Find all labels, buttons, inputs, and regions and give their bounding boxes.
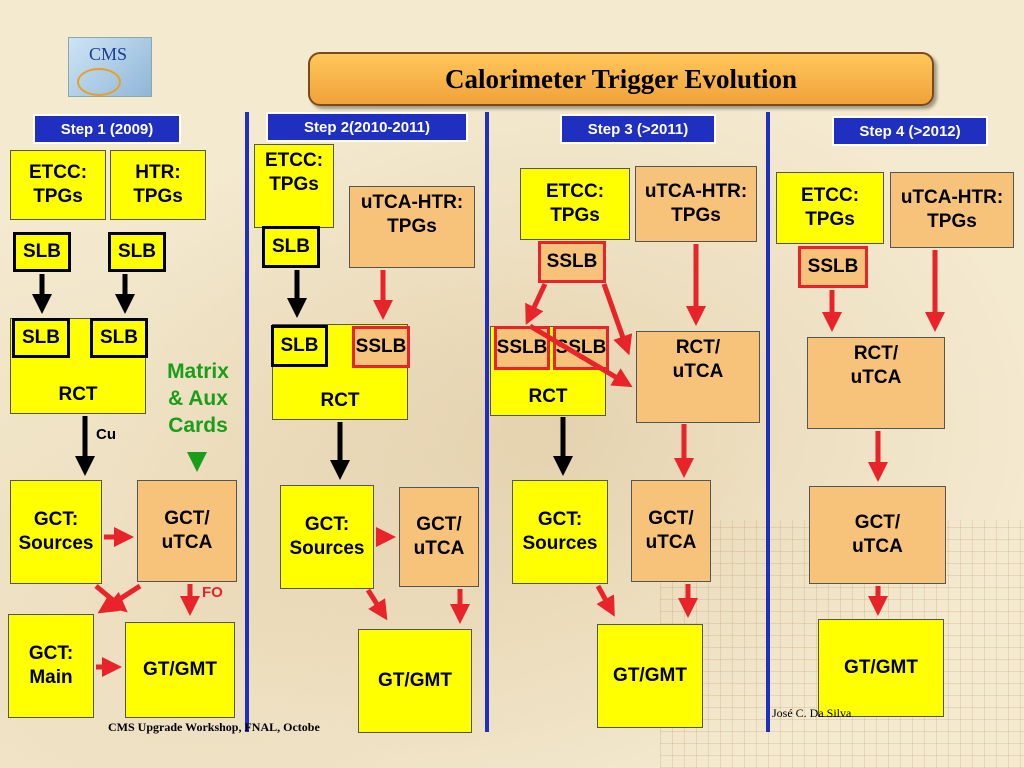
step2-etcc-tpgs: ETCC: TPGs (254, 144, 334, 228)
footer-author: José C. Da Silva (772, 706, 852, 720)
step1-gct-utca: GCT/ uTCA (137, 480, 237, 582)
step1-rct-slb: SLB (90, 318, 148, 358)
logo-ring-icon (77, 68, 121, 96)
step3-rct-sslb: SSLB (494, 326, 550, 370)
step2-gt-gmt: GT/GMT (358, 629, 472, 733)
step1-htr-tpgs: HTR: TPGs (110, 150, 206, 220)
step1-gct-main: GCT: Main (8, 614, 94, 718)
column-divider (485, 112, 489, 732)
step3-utca-htr-tpgs: uTCA-HTR: TPGs (635, 166, 757, 242)
step4-etcc-tpgs: ETCC: TPGs (776, 172, 884, 244)
step3-gt-gmt: GT/GMT (597, 624, 703, 728)
step1-etcc-tpgs: ETCC: TPGs (10, 150, 106, 220)
step3-rct-utca: RCT/ uTCA (636, 331, 760, 423)
step3-sslb: SSLB (538, 241, 606, 283)
step2-utca-htr-tpgs: uTCA-HTR: TPGs (349, 186, 475, 268)
step2-slb: SLB (262, 226, 320, 268)
step1-gct-sources: GCT: Sources (10, 480, 102, 584)
step1-slb: SLB (108, 232, 166, 272)
step-2-label: Step 2(2010-2011) (266, 112, 468, 142)
step-3-label: Step 3 (>2011) (560, 114, 716, 144)
fo-label: FO (202, 584, 223, 601)
step4-utca-htr-tpgs: uTCA-HTR: TPGs (890, 172, 1014, 248)
step2-rct-slb: SLB (271, 325, 328, 367)
step2-gct-utca: GCT/ uTCA (399, 487, 479, 587)
step4-gt-gmt: GT/GMT (818, 619, 944, 717)
step1-slb: SLB (13, 232, 71, 272)
step2-rct-sslb: SSLB (352, 326, 410, 368)
step3-etcc-tpgs: ETCC: TPGs (520, 168, 630, 240)
step4-gct-utca: GCT/ uTCA (809, 486, 946, 584)
step2-gct-sources: GCT: Sources (280, 485, 374, 589)
step-4-label: Step 4 (>2012) (832, 116, 988, 146)
matrix-aux-cards-label: Matrix & Aux Cards (167, 360, 229, 437)
cu-label: Cu (96, 426, 116, 443)
step1-rct-slb: SLB (12, 318, 70, 358)
step4-sslb: SSLB (798, 246, 868, 288)
cms-logo: CMS (68, 37, 152, 97)
step3-gct-sources: GCT: Sources (512, 480, 608, 584)
footer-workshop: CMS Upgrade Workshop, FNAL, Octobe (108, 720, 320, 734)
column-divider (245, 112, 249, 732)
step1-gt-gmt: GT/GMT (125, 622, 235, 718)
column-divider (766, 112, 770, 732)
step3-rct-sslb: SSLB (553, 326, 609, 370)
step3-gct-utca: GCT/ uTCA (631, 480, 711, 582)
step4-rct-utca: RCT/ uTCA (807, 337, 945, 429)
logo-text: CMS (89, 44, 128, 64)
page-title: Calorimeter Trigger Evolution (308, 52, 934, 106)
step-1-label: Step 1 (2009) (33, 114, 181, 144)
